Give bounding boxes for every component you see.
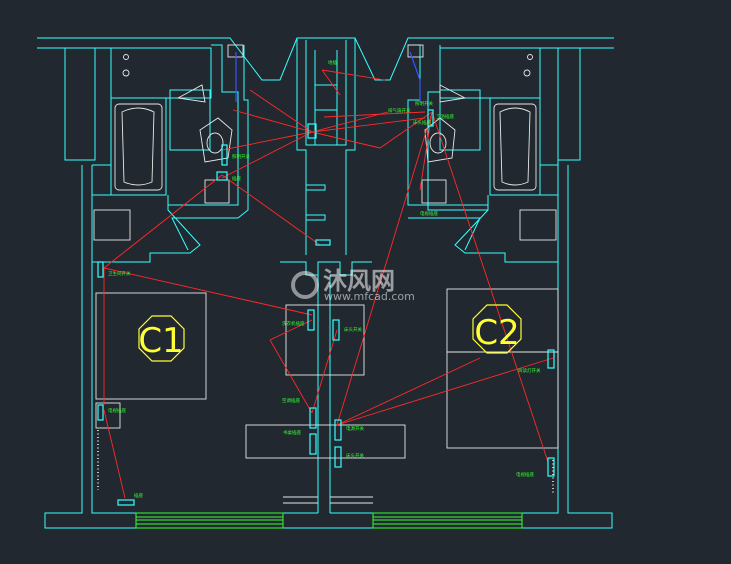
radiator-dots — [97, 430, 554, 495]
device-symbols — [97, 109, 555, 506]
tag-14: 电视插座 — [516, 471, 534, 478]
tag-12: 床头开关 — [346, 452, 364, 459]
tag-13: 阅读灯开关 — [518, 367, 541, 374]
tag-18: 照明开关 — [415, 100, 433, 107]
tag-5: 卫生间开关 — [108, 270, 131, 277]
tag-11: 电源开关 — [346, 425, 364, 432]
fixtures — [93, 44, 559, 504]
wiring — [103, 69, 554, 499]
tag-10: 书桌插座 — [283, 429, 301, 436]
blue-conduit — [235, 51, 421, 102]
tag-7: 床头开关 — [344, 326, 362, 333]
tag-17: 床头插座 — [413, 119, 431, 126]
watermark-brand: 沐风网 — [323, 267, 395, 295]
tag-8: 电视插座 — [108, 407, 126, 414]
room-label-c1-text: C1 — [138, 321, 183, 361]
watermark-logo — [291, 271, 319, 299]
tag-6: 洗衣机插座 — [282, 320, 305, 327]
watermark: 沐风网 www.mfcad.com — [291, 267, 415, 303]
windows — [135, 512, 523, 529]
tag-4: 卫浴插座 — [436, 113, 454, 120]
walls — [37, 37, 614, 529]
room-label-c2: C2 — [472, 304, 522, 354]
tag-9: 空调插座 — [282, 397, 300, 404]
tag-1: 照明开关 — [232, 153, 250, 160]
room-label-c2-text: C2 — [474, 313, 519, 353]
tag-16: 地插 — [328, 59, 337, 66]
circuit-tags: 照明开关 插座 排气扇开关 卫浴插座 卫生间开关 洗衣机插座 床头开关 电视插座… — [108, 59, 541, 499]
tag-2: 插座 — [232, 175, 241, 182]
tag-3: 排气扇开关 — [388, 107, 411, 114]
tag-15: 插座 — [134, 492, 143, 499]
room-label-c1: C1 — [138, 315, 185, 362]
watermark-url: www.mfcad.com — [324, 290, 415, 303]
tag-19: 电视插座 — [420, 210, 438, 217]
